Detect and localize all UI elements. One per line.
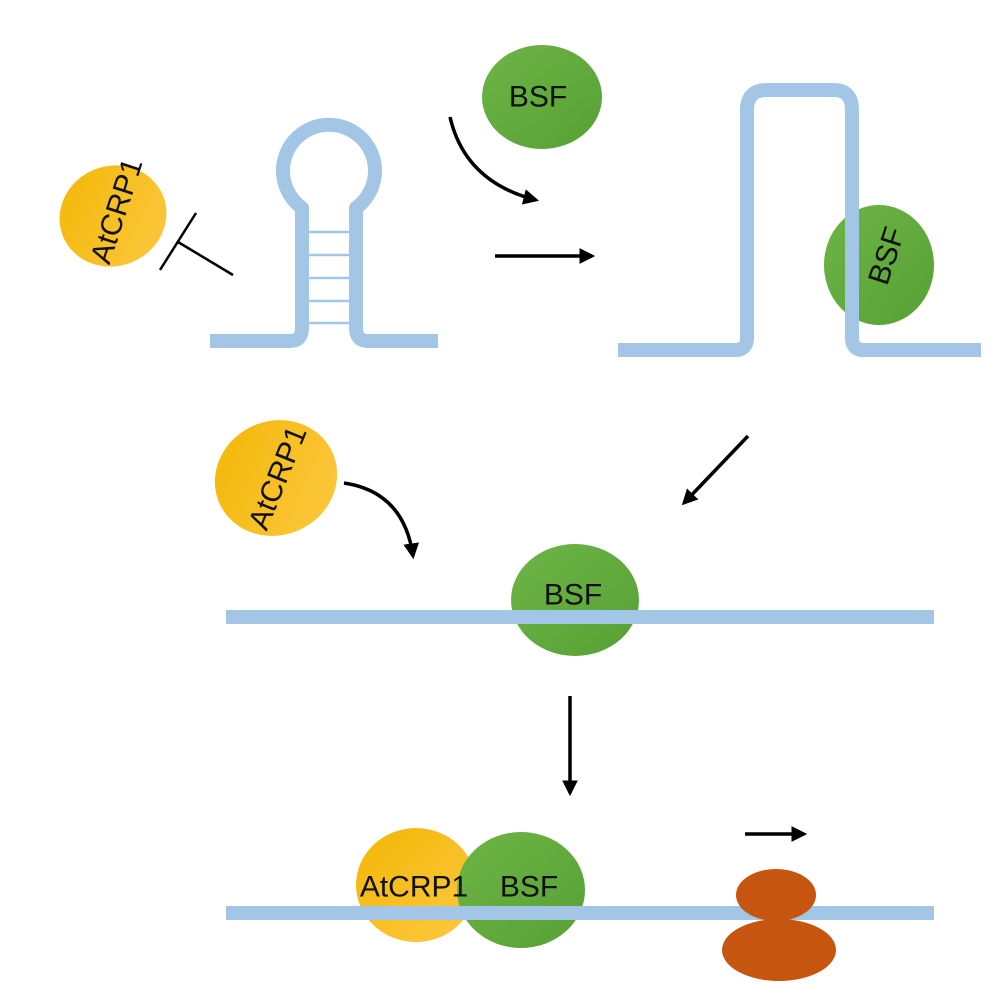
bsf-protein-2: BSF: [824, 200, 934, 357]
curved-arrow: [343, 481, 420, 560]
inhibition-symbol: [158, 212, 234, 277]
bsf-label: BSF: [500, 871, 558, 904]
bsf-protein-3: BSF: [511, 544, 639, 656]
atcrp1-bsf-complex: AtCRP1 BSF: [226, 828, 934, 948]
ribosome: [722, 869, 836, 981]
atcrp1-label: AtCRP1: [360, 871, 468, 904]
bsf-label: BSF: [544, 579, 602, 612]
bsf-label: BSF: [509, 81, 567, 114]
curved-arrow: [448, 116, 540, 205]
atcrp1-protein-1: AtCRP1: [59, 154, 167, 268]
bsf-protein-1: BSF: [482, 45, 602, 149]
atcrp1-protein-2: AtCRP1: [214, 420, 338, 536]
diagonal-arrow: [681, 434, 750, 506]
unfolded-rna: [618, 83, 981, 357]
hairpin-rna: [210, 117, 438, 348]
